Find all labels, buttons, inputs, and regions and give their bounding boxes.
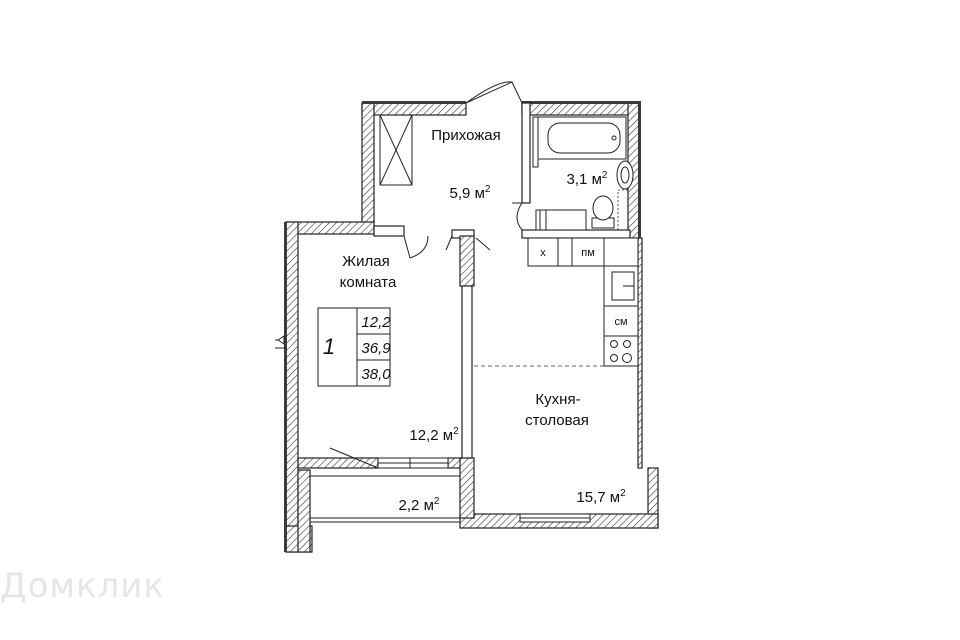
summary-total-area: 36,9 [361,340,391,357]
trim-top-right [522,101,640,104]
kitchen-area-sup: 2 [620,488,626,499]
partition-hall-living-a [373,225,405,237]
trim-right [638,101,641,238]
bathtub-inner [547,122,621,154]
balcony-area-sup: 2 [434,496,440,507]
dishwasher-box [571,237,605,267]
kitchen-area-value: 15,7 м [576,489,620,506]
living-door [403,235,491,259]
kitchen-window [519,513,591,523]
wall-top-right [521,102,641,116]
summary-living-area: 12,2 [361,314,391,331]
washer-box [603,305,639,337]
stove [603,335,639,367]
summary-table [317,307,391,387]
wardrobe [379,114,413,186]
bath-niche [617,189,629,231]
fridge-label: х [540,247,546,259]
wall-hall-left [361,102,375,227]
wall-trims [284,101,641,552]
washer-label: см [614,316,627,328]
hallway-area: 5,9 м2 [450,184,491,202]
summary-total-balcony: 38,0 [361,366,391,383]
kitchen-counter [603,265,639,367]
room-count: 1 [323,334,335,359]
appliance-row [527,237,639,267]
summary-box [317,307,391,387]
bathtub [532,116,627,168]
wall-kitchen-balcony [459,457,475,519]
bathroom-area: 3,1 м2 [567,170,608,188]
balcony-area-value: 2,2 м [399,497,434,514]
wall-living-top [285,221,375,235]
partition-living-kitchen [459,235,475,287]
hallway-area-sup: 2 [485,184,491,195]
bathroom-area-sup: 2 [602,170,608,181]
kitchen-area: 15,7 м2 [576,488,626,506]
wall-right-lower [637,237,643,469]
hallway-name: Прихожая [431,127,501,144]
wall-living-left [285,221,299,553]
kitchen-name-line1: Кухня- [535,391,580,408]
living-area-sup: 2 [453,426,459,437]
toilet [591,195,615,229]
partition-living-kitchen-line [461,285,473,459]
bathroom-area-value: 3,1 м [567,171,602,188]
dishwasher-label: пм [581,247,595,259]
living-name-line2: комната [340,274,397,291]
living-area: 12,2 м2 [409,426,459,444]
wardrobe-box [379,114,413,186]
bathroom-door [512,202,523,231]
living-name-line1: Жилая [342,253,389,270]
balcony-area: 2,2 м2 [399,496,440,514]
balcony-glazing [310,475,460,523]
balcony-door [329,447,449,469]
trim-top-left [362,101,466,104]
watermark: Домклик [0,566,165,606]
living-bay [275,335,286,349]
sink [616,160,634,190]
bath-curtain [532,116,539,168]
partition-bath-left [521,102,531,204]
bath-shelf [535,209,587,231]
trim-left-living [284,222,287,552]
entrance-door [465,81,523,104]
kitchen-name-line2: столовая [525,412,589,429]
living-area-value: 12,2 м [409,427,453,444]
wall-top-left [361,102,467,116]
partition-bath-bottom [521,229,631,239]
hallway-area-value: 5,9 м [450,185,485,202]
wall-balcony-left [297,469,311,553]
